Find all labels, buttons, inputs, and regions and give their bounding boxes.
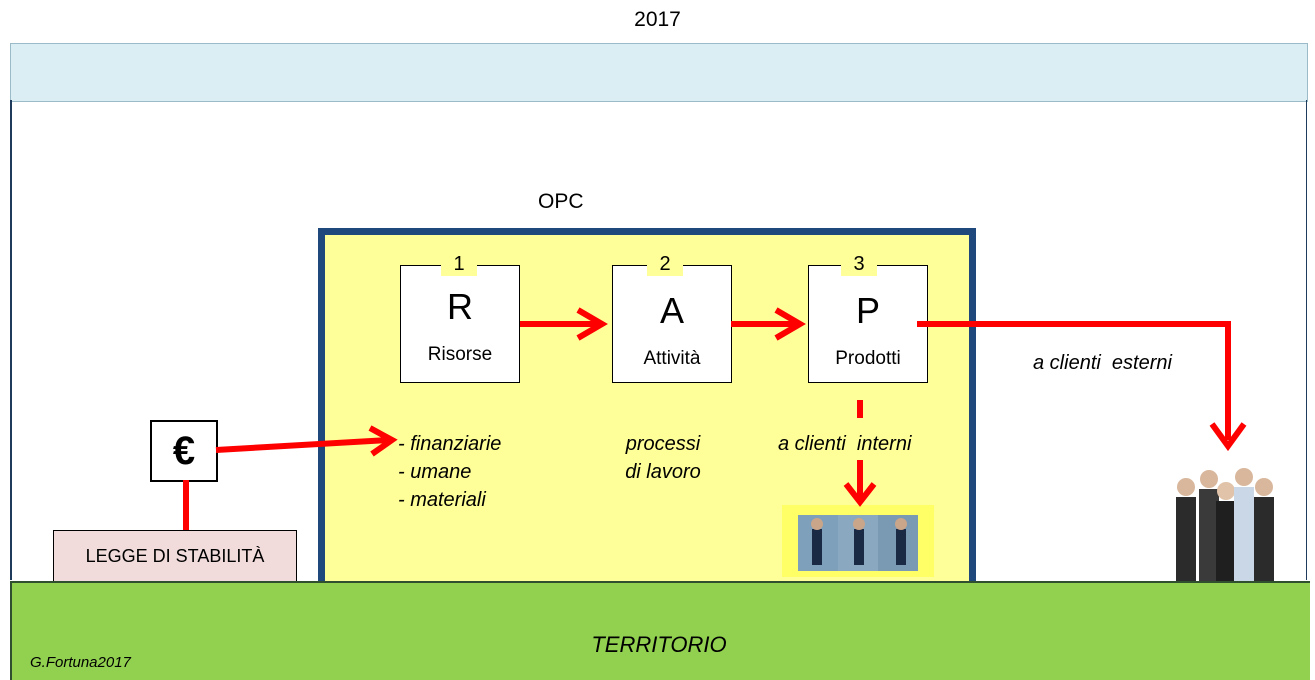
step-letter-a: A	[659, 290, 684, 331]
step-box-risorse	[400, 265, 520, 383]
police-photo	[782, 505, 934, 577]
arrow-to-external-clients	[917, 321, 1231, 440]
year-title: 2017	[634, 8, 681, 31]
step-letter-r: R	[447, 286, 473, 327]
step-number-2: 2	[647, 252, 683, 276]
frame-left-border	[10, 100, 12, 580]
arrow-to-internal-clients-head	[843, 482, 877, 507]
resource-item: - finanziarie	[398, 433, 502, 455]
resource-item: - umane	[398, 461, 472, 483]
opc-label: OPC	[538, 190, 584, 213]
activities-description: processi di lavoro	[625, 433, 701, 483]
step-label-attivita: Attività	[643, 348, 701, 369]
arrow-attivita-to-prodotti-head	[774, 307, 806, 341]
step-number-1: 1	[441, 252, 477, 276]
internal-clients-label: a clienti interni	[778, 433, 912, 455]
arrow-to-external-clients-head	[1209, 422, 1247, 452]
external-clients-label: a clienti esterni	[1033, 352, 1172, 374]
header-band	[10, 43, 1308, 102]
author-credit: G.Fortuna2017	[30, 654, 131, 671]
step-box-attivita	[612, 265, 732, 383]
clients-photo	[1164, 457, 1286, 601]
step-label-prodotti: Prodotti	[835, 348, 901, 369]
territory-ground	[10, 581, 1310, 680]
frame-right-border	[1306, 100, 1307, 580]
legge-di-stabilita-box: LEGGE DI STABILITÀ	[53, 530, 297, 582]
step-label-risorse: Risorse	[427, 344, 493, 365]
step-letter-p: P	[855, 290, 880, 331]
resource-item: - materiali	[398, 489, 486, 511]
resources-list: - finanziarie - umane - materiali	[398, 430, 501, 514]
arrow-euro-to-resources	[215, 437, 389, 453]
territory-label: TERRITORIO	[591, 632, 727, 657]
arrow-risorse-to-attivita-head	[576, 307, 608, 341]
arrow-euro-to-resources-head	[368, 425, 398, 457]
step-number-3: 3	[841, 252, 877, 276]
